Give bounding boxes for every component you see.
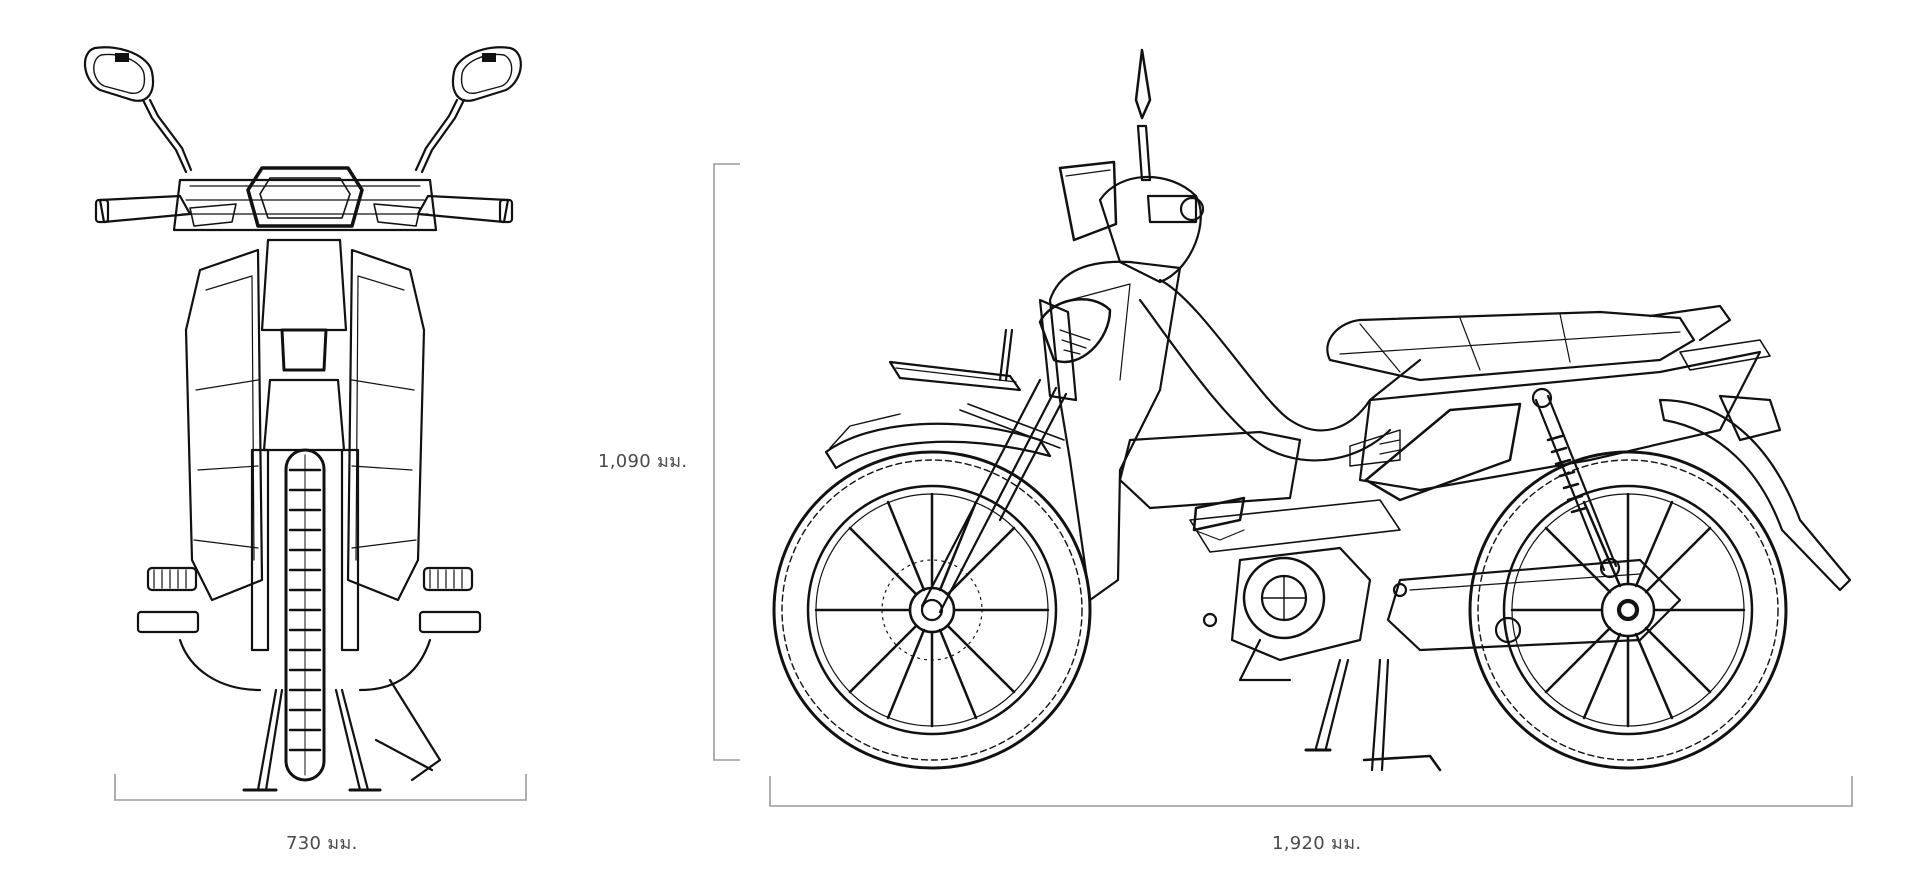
side-headlight-handlebar <box>1058 48 1205 284</box>
height-dimension-line <box>713 163 740 761</box>
side-swingarm <box>1386 558 1682 652</box>
length-dimension-label: 1,920 มม. <box>1272 833 1362 854</box>
side-engine <box>1202 546 1408 682</box>
length-dimension-line <box>769 776 1853 807</box>
front-leg-shield <box>184 248 426 602</box>
side-body-panel <box>1189 350 1762 553</box>
side-front-fork <box>920 298 1078 614</box>
side-stand <box>1304 658 1442 772</box>
front-headlight-fork <box>250 238 360 652</box>
front-center-stand <box>242 678 442 792</box>
side-frame <box>1118 278 1422 532</box>
width-dimension-label: 730 มม. <box>286 833 358 854</box>
side-front-wheel <box>772 450 1092 770</box>
front-view <box>83 46 522 792</box>
width-dimension-line <box>114 774 527 801</box>
dimension-lines <box>114 163 1853 807</box>
side-front-fender <box>824 413 1052 470</box>
side-rear-wheel <box>1468 450 1788 770</box>
height-dimension-label: 1,090 มม. <box>598 451 688 472</box>
side-front-rack <box>888 328 1065 449</box>
front-right-mirror <box>414 46 522 174</box>
side-view <box>772 48 1852 772</box>
front-left-mirror <box>83 46 193 174</box>
front-handlebar <box>94 178 514 232</box>
side-rear-fender <box>1658 339 1852 592</box>
front-footrests <box>136 566 482 692</box>
side-leg-shield <box>1038 260 1182 602</box>
side-seat <box>1326 304 1732 382</box>
side-rear-shock <box>1531 387 1621 579</box>
front-instrument-cluster <box>189 166 421 228</box>
front-tyre <box>284 448 326 782</box>
